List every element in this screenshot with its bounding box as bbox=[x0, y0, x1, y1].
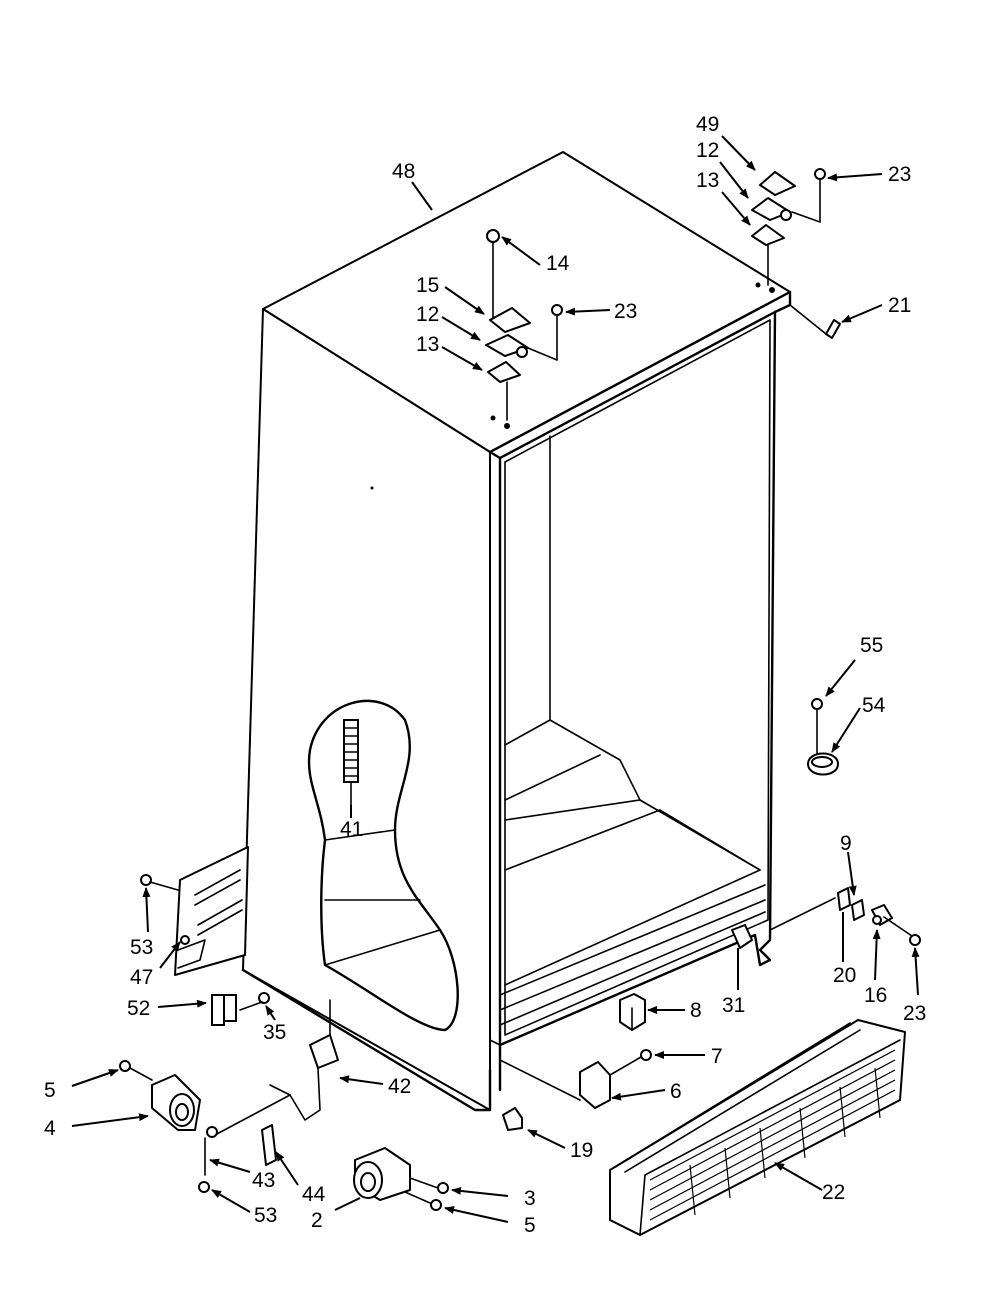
side-cutaway bbox=[307, 699, 459, 1032]
bracket-19-icon bbox=[502, 1107, 523, 1131]
part-label: 31 bbox=[722, 994, 745, 1017]
right-hinge-assembly bbox=[751, 168, 826, 286]
part-label: 6 bbox=[670, 1080, 682, 1103]
part-label: 53 bbox=[254, 1204, 277, 1227]
part-label: 5 bbox=[44, 1079, 56, 1102]
toe-grille bbox=[609, 1019, 906, 1236]
part-label: 41 bbox=[340, 818, 363, 841]
part-label: 48 bbox=[392, 160, 415, 183]
part-label: 15 bbox=[416, 274, 439, 297]
compressor-2-icon bbox=[353, 1147, 449, 1211]
part-label: 2 bbox=[311, 1209, 323, 1232]
part-label: 13 bbox=[416, 333, 439, 356]
part-label: 16 bbox=[864, 984, 887, 1007]
center-hinge-assembly bbox=[485, 229, 563, 421]
part-label: 55 bbox=[860, 634, 883, 657]
part-label: 47 bbox=[130, 966, 153, 989]
bracket-52-icon bbox=[211, 992, 270, 1026]
part-label: 23 bbox=[888, 163, 911, 186]
block-8-icon bbox=[619, 993, 646, 1031]
part-label: 21 bbox=[888, 294, 911, 317]
part-label: 22 bbox=[822, 1181, 845, 1204]
part-label: 4 bbox=[44, 1117, 56, 1140]
part-label: 54 bbox=[862, 694, 886, 717]
part-label: 13 bbox=[696, 169, 719, 192]
leader-lines bbox=[71, 135, 920, 1223]
part-label: 19 bbox=[570, 1139, 593, 1162]
part-label: 52 bbox=[127, 997, 150, 1020]
part-label: 43 bbox=[252, 1169, 275, 1192]
part-label: 5 bbox=[524, 1214, 536, 1237]
clip-21-icon bbox=[789, 304, 841, 339]
part-label: 12 bbox=[416, 303, 439, 326]
part-label: 14 bbox=[546, 252, 570, 275]
rear-access-panel bbox=[140, 846, 249, 976]
part-label: 20 bbox=[833, 964, 856, 987]
part-label: 23 bbox=[614, 300, 637, 323]
part-label: 53 bbox=[130, 936, 153, 959]
switch-31-icon bbox=[731, 924, 753, 949]
leveling-leg-icon bbox=[807, 698, 839, 776]
part-label: 12 bbox=[696, 139, 719, 162]
relay-4-icon bbox=[119, 1060, 201, 1131]
spring-icon bbox=[343, 719, 359, 806]
part-label: 42 bbox=[388, 1075, 411, 1098]
part-label: 8 bbox=[690, 999, 702, 1022]
part-label: 3 bbox=[524, 1187, 536, 1210]
cabinet-outline bbox=[241, 151, 792, 1112]
lower-hinge-assembly bbox=[769, 887, 921, 946]
part-label: 44 bbox=[302, 1183, 326, 1206]
hinge-6-icon bbox=[579, 1049, 652, 1109]
part-label: 49 bbox=[696, 113, 719, 136]
part-label: 7 bbox=[711, 1045, 723, 1068]
part-label: 9 bbox=[840, 832, 852, 855]
part-labels: 48 49 12 13 23 14 15 12 23 13 21 55 54 4… bbox=[44, 113, 926, 1237]
part-label: 35 bbox=[263, 1021, 286, 1044]
part-label: 23 bbox=[903, 1002, 926, 1025]
